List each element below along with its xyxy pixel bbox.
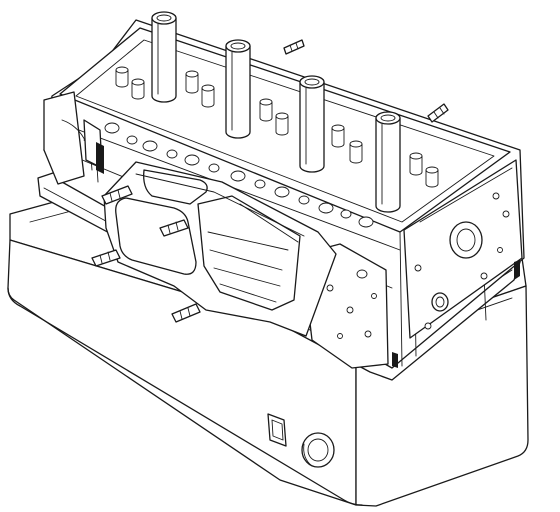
valve-guides [115, 66, 439, 188]
plug-tubes [151, 11, 401, 213]
control-panel [267, 413, 335, 468]
manifold-studs [91, 185, 201, 323]
bolt-bosses [104, 122, 374, 228]
manifold-flange [91, 161, 337, 337]
shadow-accents [96, 142, 520, 368]
cam-bore [449, 221, 483, 259]
right-end-wall [403, 159, 523, 339]
studs [283, 39, 449, 123]
lower-port [431, 292, 449, 312]
control-knob-icon [301, 432, 335, 468]
